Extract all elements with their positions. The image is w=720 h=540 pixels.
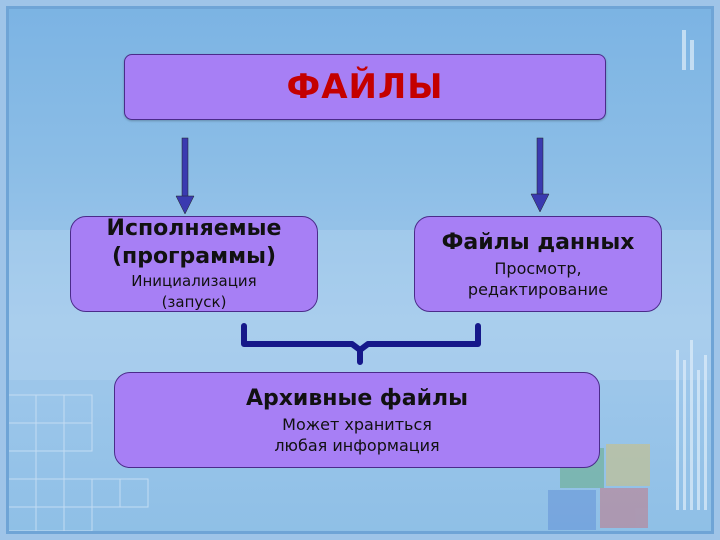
executable-heading-line2: (программы) (111, 244, 277, 269)
title-box: ФАЙЛЫ (124, 54, 606, 120)
digit-columns (676, 30, 707, 510)
window-logo-shape (548, 444, 650, 530)
data-files-desc-line1: Просмотр, (494, 259, 582, 278)
executable-desc-line1: Инициализация (131, 272, 257, 290)
archive-heading: Архивные файлы (245, 386, 469, 411)
data-files-desc-line2: редактирование (467, 280, 609, 299)
grid-pattern-left (7, 394, 149, 532)
archive-desc-line1: Может храниться (282, 415, 432, 434)
executable-heading-line1: Исполняемые (106, 216, 282, 241)
arrow-right (530, 137, 550, 213)
connector-brace (241, 323, 481, 365)
title-text: ФАЙЛЫ (286, 67, 444, 107)
arrow-left (175, 137, 195, 215)
data-files-box: Файлы данных Просмотр, редактирование (414, 216, 662, 312)
executable-desc-line2: (запуск) (161, 293, 227, 311)
data-files-heading: Файлы данных (441, 230, 635, 255)
executable-files-box: Исполняемые (программы) Инициализация (з… (70, 216, 318, 312)
archive-desc-line2: любая информация (274, 436, 440, 455)
archive-files-box: Архивные файлы Может храниться любая инф… (114, 372, 600, 468)
